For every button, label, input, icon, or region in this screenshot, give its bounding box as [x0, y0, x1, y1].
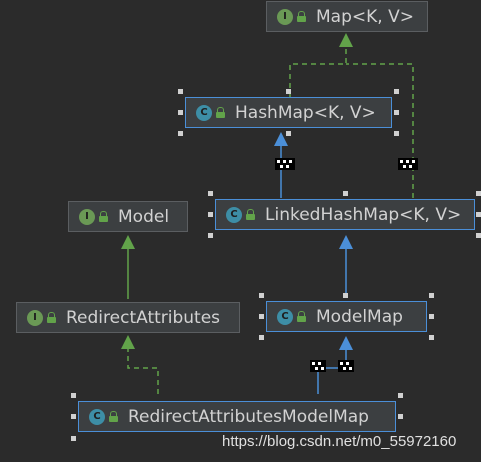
selection-handle[interactable]	[343, 293, 348, 298]
selection-handle[interactable]	[286, 131, 291, 136]
selection-handle[interactable]	[429, 314, 434, 319]
bend-marker	[338, 360, 354, 372]
public-lock-icon	[297, 311, 306, 322]
node-label: LinkedHashMap<K, V>	[265, 204, 462, 225]
node-label: ModelMap	[316, 306, 403, 327]
public-lock-icon	[109, 411, 118, 422]
node-redirectattributesmodelmap[interactable]: C RedirectAttributesModelMap	[78, 401, 396, 432]
arrowhead-hashmap	[274, 132, 288, 146]
edge-ramm-implements-redirectattributes	[127, 349, 159, 394]
edge-linkedhashmap-implements-map	[346, 63, 414, 198]
selection-handle[interactable]	[71, 393, 76, 398]
node-label: Map<K, V>	[316, 6, 414, 27]
node-model[interactable]: I Model	[68, 201, 188, 232]
selection-handle[interactable]	[178, 110, 183, 115]
selection-handle[interactable]	[259, 335, 264, 340]
node-redirectattributes[interactable]: I RedirectAttributes	[16, 302, 240, 333]
selection-handle[interactable]	[476, 233, 481, 238]
public-lock-icon	[47, 312, 56, 323]
class-icon: C	[277, 308, 293, 325]
interface-icon: I	[277, 8, 293, 25]
selection-handle[interactable]	[286, 89, 291, 94]
arrowhead-map	[339, 33, 353, 47]
bend-marker	[275, 158, 295, 170]
selection-handle[interactable]	[343, 191, 348, 196]
public-lock-icon	[99, 211, 108, 222]
arrowhead-modelmap	[339, 336, 353, 350]
selection-handle[interactable]	[394, 89, 399, 94]
selection-handle[interactable]	[208, 233, 213, 238]
bend-marker	[398, 158, 418, 170]
watermark-text: https://blog.csdn.net/m0_55972160	[222, 433, 457, 450]
node-label: Model	[118, 206, 170, 227]
selection-handle[interactable]	[394, 110, 399, 115]
public-lock-icon	[246, 209, 255, 220]
edge-ramm-extends-modelmap	[317, 350, 347, 394]
selection-handle[interactable]	[71, 436, 76, 441]
node-map[interactable]: I Map<K, V>	[266, 1, 428, 32]
bend-marker	[310, 360, 326, 372]
selection-handle[interactable]	[208, 191, 213, 196]
arrowhead-model	[121, 235, 135, 249]
node-label: HashMap<K, V>	[235, 102, 376, 123]
selection-handle[interactable]	[71, 414, 76, 419]
selection-handle[interactable]	[398, 414, 403, 419]
public-lock-icon	[297, 11, 306, 22]
interface-icon: I	[27, 309, 43, 326]
class-icon: C	[196, 104, 212, 121]
selection-handle[interactable]	[429, 335, 434, 340]
class-icon: C	[226, 206, 242, 223]
selection-handle[interactable]	[208, 212, 213, 217]
selection-handle[interactable]	[178, 131, 183, 136]
public-lock-icon	[216, 107, 225, 118]
arrowhead-linkedhashmap	[339, 235, 353, 249]
node-hashmap[interactable]: C HashMap<K, V>	[185, 97, 392, 128]
selection-handle[interactable]	[476, 191, 481, 196]
node-label: RedirectAttributesModelMap	[128, 406, 369, 427]
node-modelmap[interactable]: C ModelMap	[266, 301, 427, 332]
selection-handle[interactable]	[398, 393, 403, 398]
interface-icon: I	[79, 208, 95, 225]
node-linkedhashmap[interactable]: C LinkedHashMap<K, V>	[215, 199, 475, 230]
selection-handle[interactable]	[476, 212, 481, 217]
selection-handle[interactable]	[259, 293, 264, 298]
selection-handle[interactable]	[429, 293, 434, 298]
selection-handle[interactable]	[178, 89, 183, 94]
class-icon: C	[89, 408, 105, 425]
selection-handle[interactable]	[259, 314, 264, 319]
edge-hashmap-implements-map	[289, 47, 347, 97]
node-label: RedirectAttributes	[66, 307, 221, 328]
selection-handle[interactable]	[394, 131, 399, 136]
arrowhead-redirectattributes	[121, 335, 135, 349]
